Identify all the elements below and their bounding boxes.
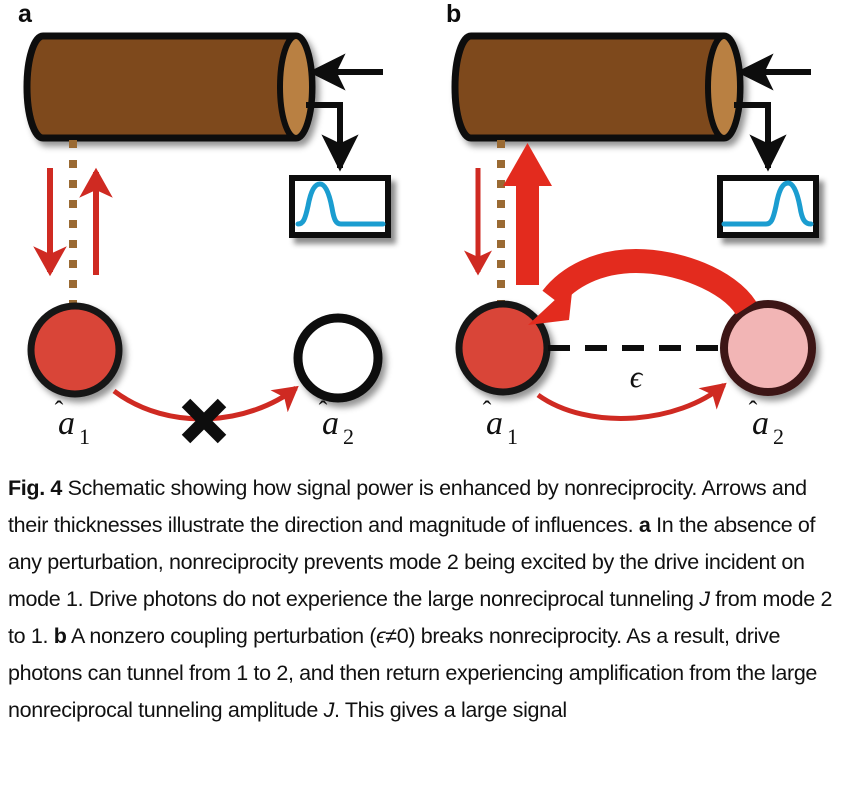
svg-text:a: a bbox=[322, 405, 339, 442]
caption-segment: Fig. 4 bbox=[8, 476, 63, 500]
mode-2-label-b: a ̂ 2 bbox=[748, 401, 784, 449]
signal-up-arrow-b bbox=[503, 143, 552, 285]
caption-segment: from mode 2 to 1. bbox=[8, 587, 838, 648]
svg-text:a: a bbox=[486, 405, 503, 442]
mode-1-node-b bbox=[455, 300, 551, 396]
cross-mark-a bbox=[181, 398, 227, 444]
svg-text:2: 2 bbox=[343, 424, 354, 449]
caption-segment: J bbox=[323, 698, 335, 722]
svg-text:1: 1 bbox=[79, 424, 90, 449]
mode-2-circle-b bbox=[720, 300, 816, 396]
spectrum-curve-a bbox=[295, 181, 386, 227]
mode-2-node-a bbox=[293, 313, 383, 403]
readout-connector-a bbox=[306, 102, 359, 172]
mode-1-label-b: a ̂ 1 bbox=[482, 401, 518, 449]
spectrum-inset-b bbox=[717, 175, 819, 238]
mode-1-node-a bbox=[27, 302, 123, 398]
panel-a: a bbox=[0, 0, 428, 462]
mode-2-node-b bbox=[720, 300, 816, 396]
cylinder-body-b bbox=[451, 32, 744, 142]
readout-connector-b bbox=[734, 102, 787, 172]
coupling-epsilon-label-b: ϵ bbox=[630, 359, 644, 394]
cylinder-endcap-b bbox=[705, 33, 743, 141]
panel-b: b bbox=[428, 0, 856, 462]
svg-text:a: a bbox=[752, 405, 769, 442]
caption-segment: ϵ bbox=[376, 624, 386, 648]
mode-2-label-a: a ̂ 2 bbox=[318, 401, 354, 449]
mode-1-circle-b bbox=[455, 300, 551, 396]
caption-segment: b bbox=[53, 624, 67, 648]
svg-text:2: 2 bbox=[773, 424, 784, 449]
caption-segment: In the absence of any perturbation, nonr… bbox=[8, 513, 821, 611]
caption-segment: ≠0) breaks nonreciprocity. As a result, … bbox=[8, 624, 823, 722]
figure-caption: Fig. 4 Schematic showing how signal powe… bbox=[8, 470, 850, 729]
mode-1-circle-a bbox=[27, 302, 123, 398]
svg-text:1: 1 bbox=[507, 424, 518, 449]
spectrum-curve-b bbox=[721, 180, 814, 227]
caption-segment: A nonzero coupling perturbation ( bbox=[66, 624, 377, 648]
panel-b-letter: b bbox=[446, 0, 462, 28]
cylinder-endcap-a bbox=[277, 33, 315, 141]
caption-segment: J bbox=[699, 587, 710, 611]
tunneling-arrow-1-to-2-b bbox=[536, 382, 727, 421]
panel-a-letter: a bbox=[18, 0, 32, 28]
caption-segment: Schematic showing how signal power is en… bbox=[8, 476, 813, 537]
cylinder-body-a bbox=[23, 32, 316, 142]
caption-segment: . This gives a large signal bbox=[334, 698, 567, 722]
mode-2-circle-a bbox=[293, 313, 383, 403]
spectrum-inset-a bbox=[289, 175, 391, 238]
svg-text:a: a bbox=[58, 405, 75, 442]
mode-1-label-a: a ̂ 1 bbox=[54, 401, 90, 449]
waveguide-cylinder-b bbox=[451, 32, 744, 142]
return-arrow-2-to-1-b bbox=[528, 248, 757, 325]
panel-b-graphic: ϵ a ̂ 1 a ̂ 2 bbox=[451, 32, 819, 449]
waveguide-cylinder-a bbox=[23, 32, 316, 142]
panel-a-graphic: a ̂ 1 a ̂ 2 bbox=[23, 32, 391, 449]
caption-segment: a bbox=[638, 513, 651, 537]
